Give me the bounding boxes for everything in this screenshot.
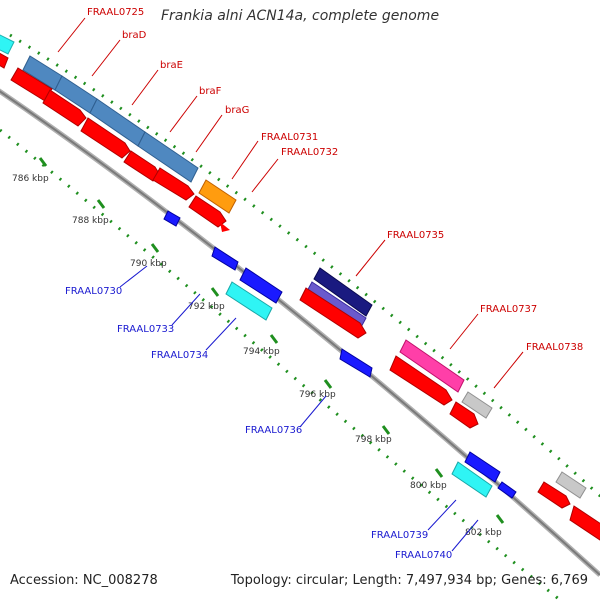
gene-label[interactable]: FRAAL0735 (387, 230, 444, 241)
gene-label[interactable]: FRAAL0734 (151, 350, 208, 361)
tick-label: 790 kbp (130, 259, 167, 269)
major-tick-marks (38, 157, 505, 524)
gene-label[interactable]: FRAAL0730 (65, 286, 122, 297)
gene-label[interactable]: braD (122, 30, 147, 41)
gene-cds-frAAL0734[interactable] (225, 281, 273, 321)
gene-label[interactable]: FRAAL0738 (526, 342, 583, 353)
gene-label[interactable]: FRAAL0740 (395, 550, 452, 561)
gene-label[interactable]: FRAAL0737 (480, 304, 537, 315)
gene-label[interactable]: braG (225, 105, 249, 116)
gene-cds-frAAL0733[interactable] (239, 267, 283, 304)
gene-label[interactable]: FRAAL0725 (87, 7, 144, 18)
gene-cds[interactable] (163, 210, 181, 227)
tick-label: 800 kbp (410, 481, 447, 491)
gene-label[interactable]: FRAAL0739 (371, 530, 428, 541)
accession-label: Accession: NC_008278 (10, 573, 158, 588)
gene-cds[interactable] (0, 50, 9, 69)
gene-cds[interactable] (569, 505, 600, 541)
gene-cds[interactable] (389, 355, 453, 406)
gene-label[interactable]: FRAAL0731 (261, 132, 318, 143)
gene-cds-frAAL0738[interactable] (461, 391, 493, 419)
gene-features (0, 32, 600, 541)
gene-label[interactable]: FRAAL0733 (117, 324, 174, 335)
gene-label[interactable]: braF (199, 86, 222, 97)
gene-label[interactable]: FRAAL0732 (281, 147, 338, 158)
label-leaders-top (57, 17, 524, 389)
gene-cds[interactable] (299, 287, 367, 339)
gene-cds-frAAL0740[interactable] (497, 481, 517, 499)
tick-label: 794 kbp (243, 347, 280, 357)
tick-label: 788 kbp (72, 216, 109, 226)
tick-label: 798 kbp (355, 435, 392, 445)
gene-label[interactable]: FRAAL0736 (245, 425, 302, 436)
gene-cds-braF[interactable] (137, 131, 199, 183)
gene-cds[interactable] (0, 32, 15, 55)
gene-cds[interactable] (80, 117, 131, 159)
tick-label: 792 kbp (188, 302, 225, 312)
gene-cds[interactable] (555, 471, 587, 499)
gene-cds-frAAL0735[interactable] (313, 267, 373, 317)
gene-cds[interactable] (449, 401, 479, 429)
gene-cds[interactable] (220, 222, 230, 232)
tick-label: 786 kbp (12, 174, 49, 184)
gene-cds[interactable] (464, 451, 501, 483)
topology-label: Topology: circular; Length: 7,497,934 bp… (230, 573, 588, 588)
label-leaders-bottom (119, 265, 479, 552)
outer-tick-track (9, 33, 600, 498)
map-title: Frankia alni ACN14a, complete genome (160, 8, 440, 24)
gene-label[interactable]: braE (160, 60, 183, 71)
gene-cds-frAAL0730[interactable] (211, 246, 239, 271)
gene-cds-frAAL0739[interactable] (451, 461, 493, 498)
tick-label: 796 kbp (299, 390, 336, 400)
tick-label: 802 kbp (465, 528, 502, 538)
gene-cds[interactable] (152, 167, 195, 201)
gene-cds[interactable] (537, 481, 571, 509)
gene-cds[interactable] (42, 89, 87, 127)
gene-cds-frAAL0736[interactable] (339, 348, 373, 378)
gene-cds-braG[interactable] (198, 179, 237, 214)
gene-cds-frAAL0737[interactable] (399, 339, 465, 393)
